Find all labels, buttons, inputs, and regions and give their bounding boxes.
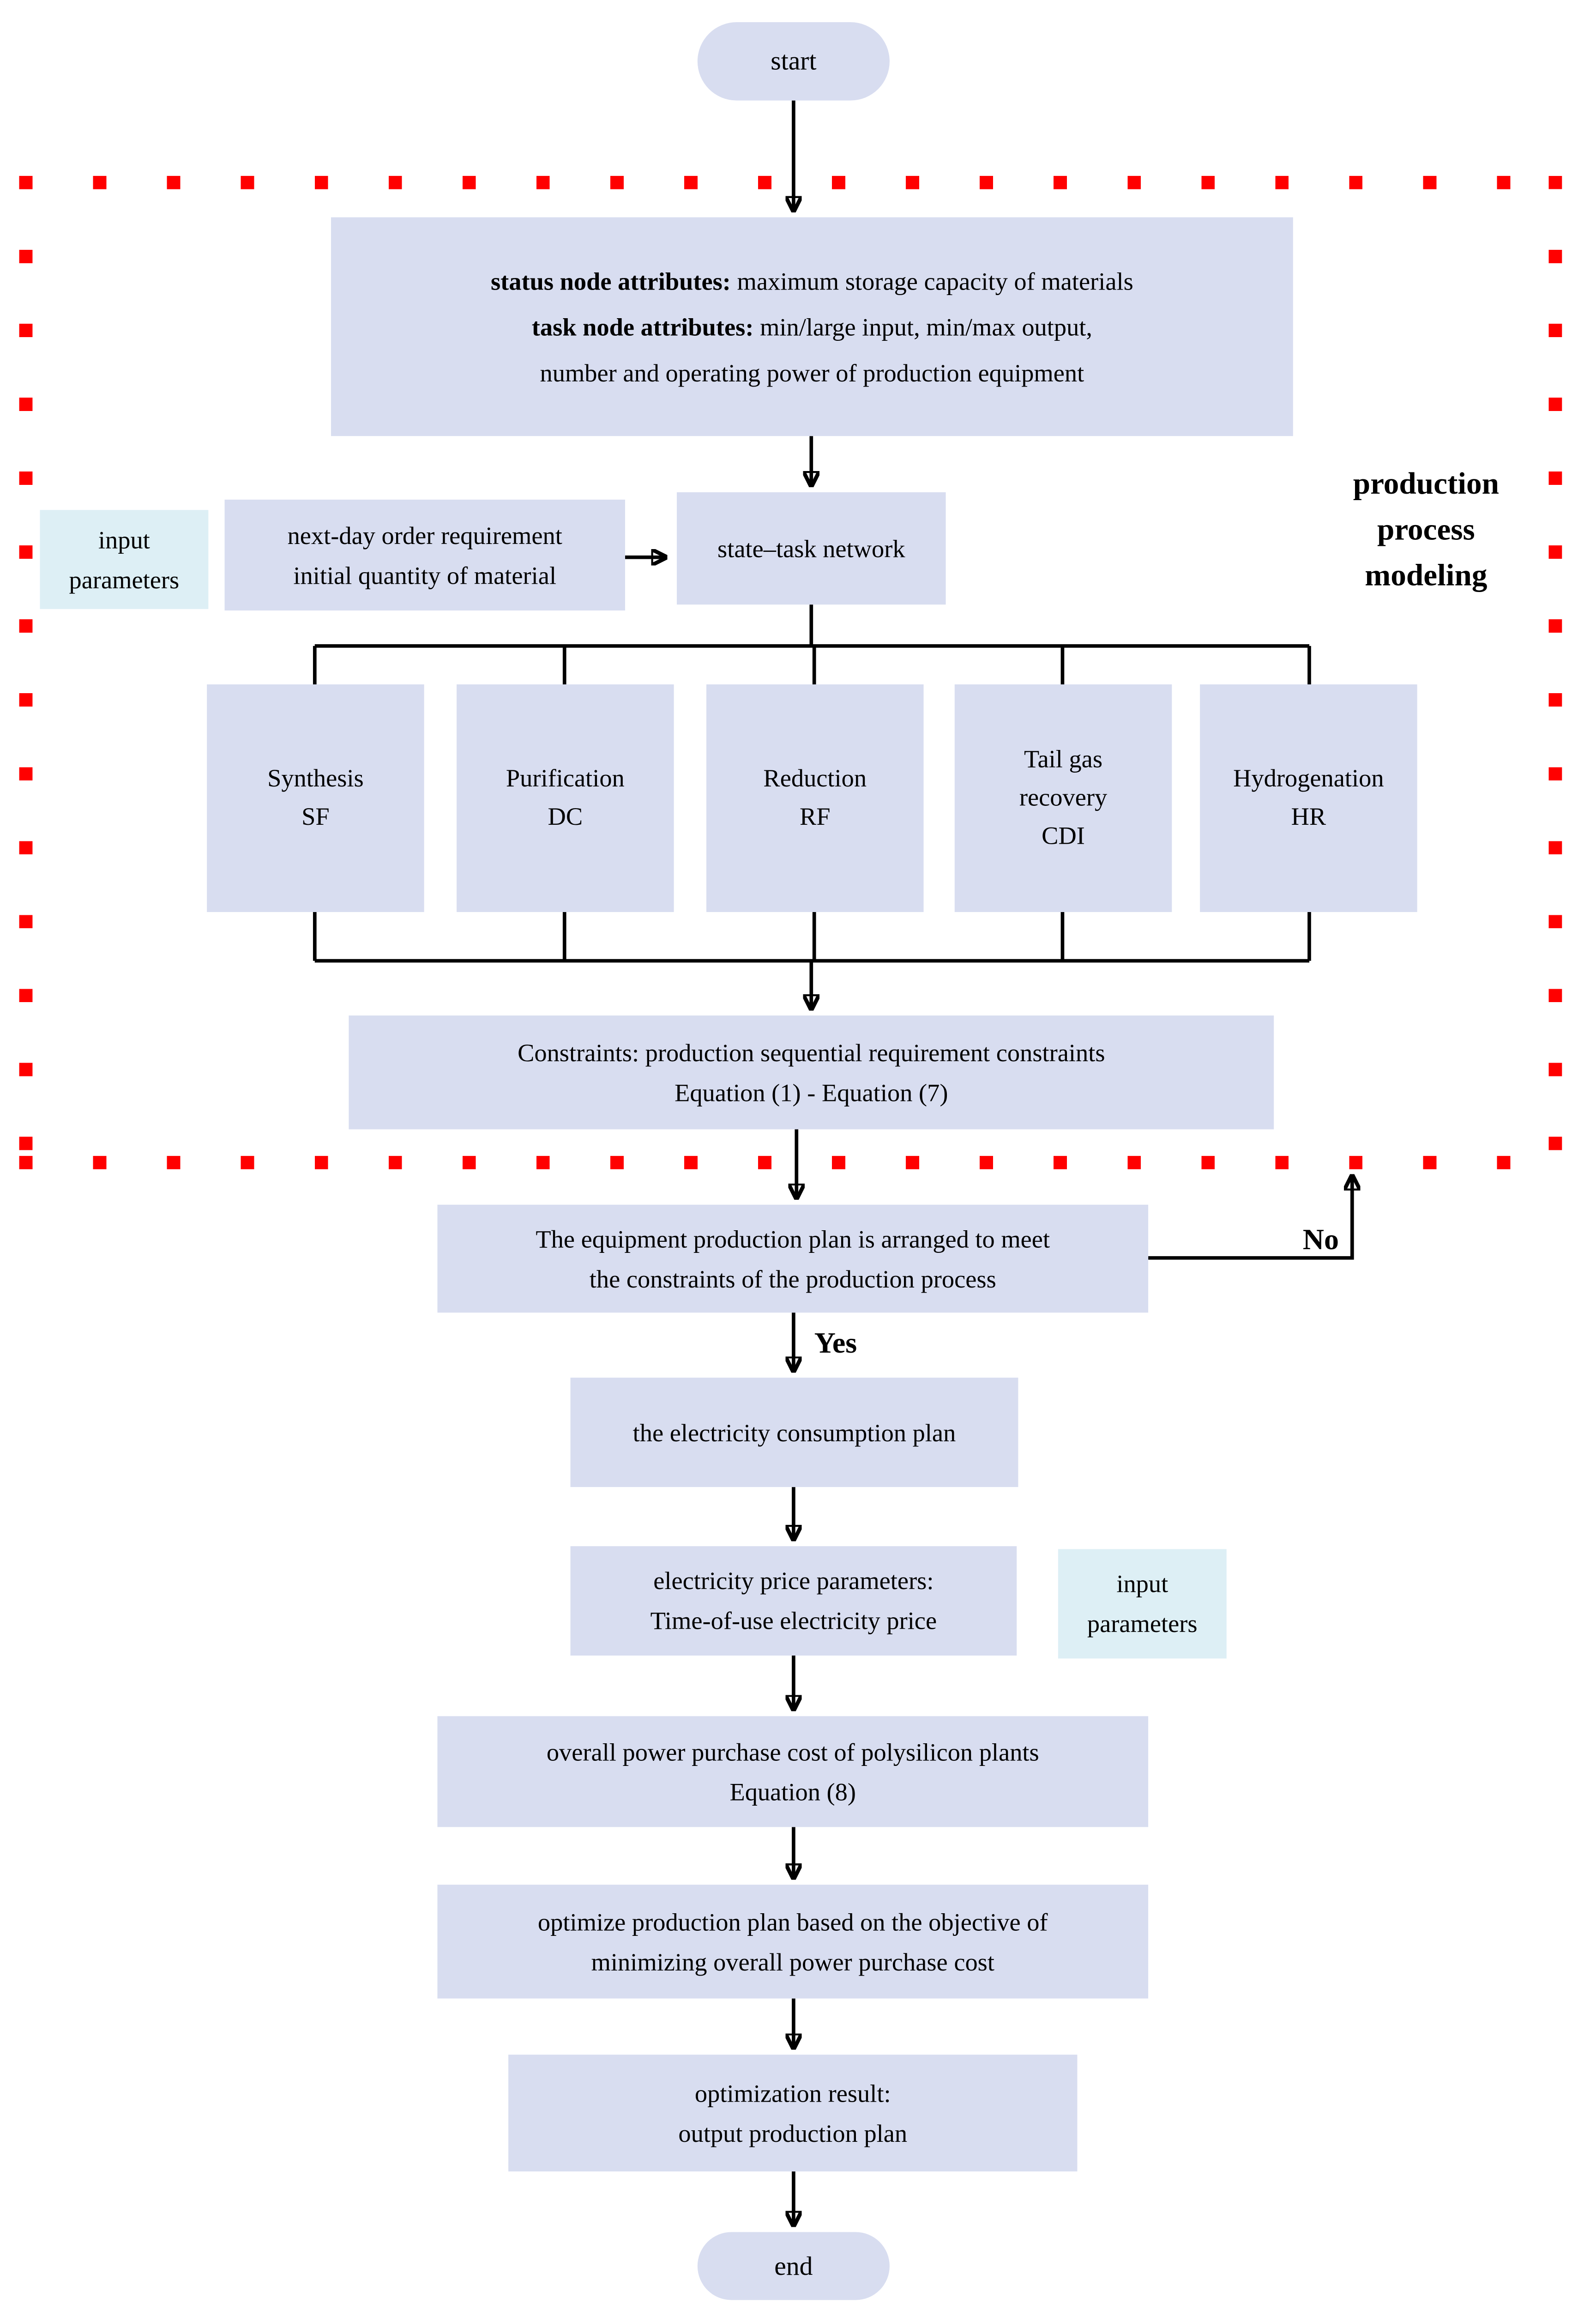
optimize-line1: optimize production plan based on the ob… [537,1907,1048,1936]
input-parameters-box-top: input parameters [40,510,209,609]
constraints-box: Constraints: production sequential requi… [349,1015,1274,1130]
attributes-line2: task node attributes: min/large input, m… [532,304,1092,350]
result-line1: optimization result: [694,2079,891,2107]
input-parameters-box-bottom: input parameters [1058,1549,1227,1659]
input-params2-line2: parameters [1087,1609,1198,1638]
optimize-production-plan-box: optimize production plan based on the ob… [437,1885,1149,1999]
node-attributes-box: status node attributes: maximum storage … [331,217,1293,436]
input-params2-line1: input [1116,1570,1168,1598]
purification-line2: DC [548,803,583,831]
production-process-modeling-region [19,175,1562,1169]
synthesis-line2: SF [301,803,330,831]
hydrogenation-line2: HR [1291,803,1326,831]
order-requirement-box: next-day order requirement initial quant… [224,499,625,610]
result-line2: output production plan [678,2119,908,2147]
hydrogenation-line1: Hydrogenation [1233,764,1384,792]
yes-label: Yes [814,1327,857,1360]
reduction-line1: Reduction [763,764,867,792]
optimize-line2: minimizing overall power purchase cost [591,1947,995,1976]
region-label-line3: modeling [1365,557,1488,593]
start-label: start [771,46,817,76]
end-node: end [697,2232,890,2300]
order-line1: next-day order requirement [287,521,562,550]
electricity-consumption-plan-box: the electricity consumption plan [570,1378,1018,1487]
power-purchase-cost-box: overall power purchase cost of polysilic… [437,1716,1149,1827]
price-line1: electricity price parameters: [653,1566,934,1595]
process-box-reduction: Reduction RF [706,684,924,912]
region-label: production process modeling [1327,461,1525,599]
tailgas-line1: Tail gas [1024,745,1103,774]
order-line2: initial quantity of material [293,561,557,589]
attributes-line2-rest: min/large input, min/max output, [753,312,1093,341]
input-params-line1: input [98,525,150,554]
synthesis-line1: Synthesis [267,764,364,792]
end-label: end [774,2250,813,2280]
start-node: start [697,22,890,101]
attributes-line2-bold: task node attributes: [531,312,754,341]
attributes-line3: number and operating power of production… [540,358,1084,387]
price-line2: Time-of-use electricity price [650,1607,937,1635]
decision-box-production-plan: The equipment production plan is arrange… [437,1204,1149,1313]
input-params-line2: parameters [69,565,180,594]
constraints-line1: Constraints: production sequential requi… [518,1038,1105,1067]
process-box-tail-gas-recovery: Tail gas recovery CDI [954,684,1172,912]
cost-line1: overall power purchase cost of polysilic… [546,1737,1039,1766]
region-border-top [19,175,1562,189]
region-label-line1: production [1353,465,1500,502]
cost-line2: Equation (8) [729,1777,856,1806]
decision-line1: The equipment production plan is arrange… [536,1224,1050,1253]
attributes-line1: status node attributes: maximum storage … [491,258,1133,304]
no-label: No [1302,1224,1339,1257]
state-task-network-box: state–task network [677,492,946,605]
constraints-line2: Equation (1) - Equation (7) [675,1078,948,1106]
attributes-line1-bold: status node attributes: [490,266,731,295]
tailgas-line3: CDI [1042,822,1085,850]
attributes-line1-rest: maximum storage capacity of materials [730,266,1133,295]
region-border-right [1548,175,1562,1169]
region-label-line2: process [1377,511,1475,547]
process-box-purification: Purification DC [457,684,674,912]
optimization-result-box: optimization result: output production p… [508,2055,1078,2172]
region-border-bottom [19,1156,1562,1169]
process-box-synthesis: Synthesis SF [207,684,424,912]
purification-line1: Purification [506,764,625,792]
stn-label: state–task network [717,534,905,562]
consumption-line1: the electricity consumption plan [632,1418,956,1447]
decision-line2: the constraints of the production proces… [589,1264,996,1293]
region-border-left [19,175,33,1169]
reduction-line2: RF [799,803,831,831]
process-box-hydrogenation: Hydrogenation HR [1200,684,1417,912]
tailgas-line2: recovery [1019,783,1108,812]
electricity-price-parameters-box: electricity price parameters: Time-of-us… [570,1546,1017,1656]
